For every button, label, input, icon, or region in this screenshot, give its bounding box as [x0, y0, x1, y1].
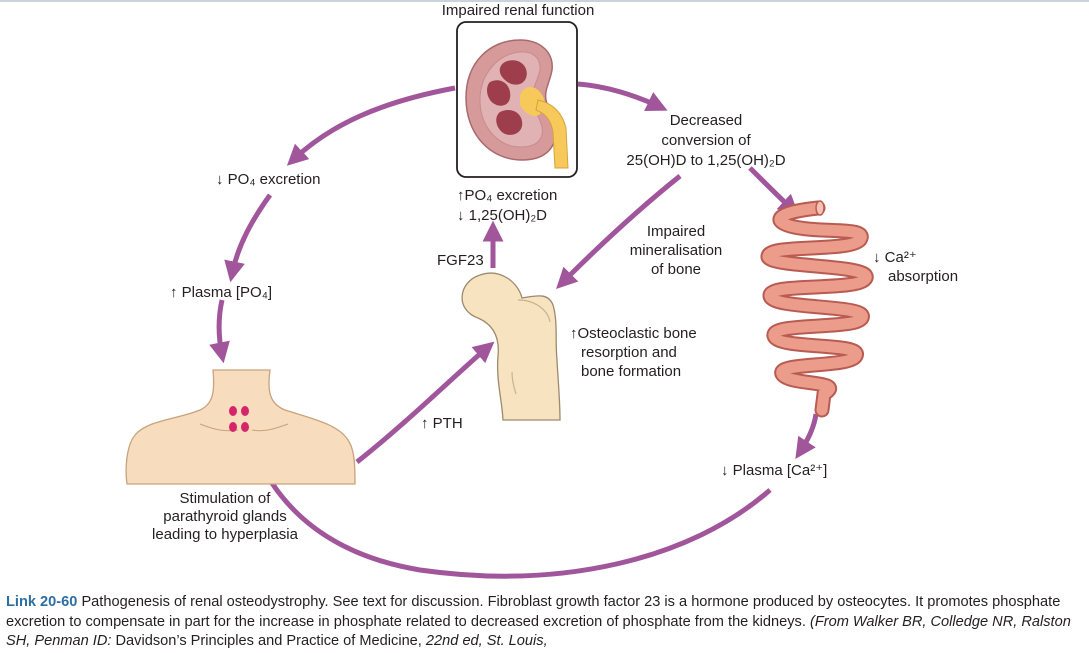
arrow-plasma-ca-to-neck — [249, 442, 772, 579]
arrow-conversion-to-gut — [748, 166, 800, 216]
label-decreased-conversion: Decreased conversion of 25(OH)D to 1,25(… — [592, 111, 820, 171]
label-osteoclastic-line3: bone formation — [581, 363, 682, 380]
label-stimulation-line2: parathyroid glands — [163, 508, 287, 525]
arrow-plasma-to-neck — [209, 299, 230, 364]
label-stimulation: Stimulation of parathyroid glands leadin… — [120, 490, 330, 544]
arrow-po4-to-plasma — [224, 193, 273, 283]
arrow-kidney-to-po4 — [286, 85, 456, 166]
label-ca-absorption-line2: absorption — [888, 268, 959, 285]
renal-osteodystrophy-diagram — [125, 21, 874, 579]
kidney-illustration — [456, 21, 578, 178]
label-impaired-renal: Impaired renal function — [441, 2, 595, 19]
label-pth: ↑ PTH — [421, 415, 463, 432]
label-plasma-po4: ↑ Plasma [PO₄] — [170, 284, 272, 301]
arrow-kidney-to-conversion — [577, 81, 668, 112]
label-fgf23: FGF23 — [437, 252, 484, 269]
arrow-gut-to-plasma-ca — [795, 413, 819, 459]
arrow-neck-to-bone — [355, 341, 495, 464]
label-impaired-mineralisation-line2: mineralisation — [629, 242, 723, 259]
label-decreased-conversion-line3: 25(OH)D to 1,25(OH)₂D — [626, 152, 786, 169]
label-stimulation-line3: leading to hyperplasia — [152, 526, 298, 543]
neck-illustration — [125, 369, 356, 485]
label-osteoclastic-line2: resorption and — [581, 344, 677, 361]
label-impaired-mineralisation-line3: of bone — [650, 261, 702, 278]
caption-edition: 22nd ed, St. Louis, — [425, 633, 548, 649]
caption-text: Pathogenesis of renal osteodystrophy. Se… — [6, 594, 1061, 630]
label-ca-absorption: ↓ Ca²⁺ absorption — [873, 248, 958, 286]
bone-illustration — [461, 272, 561, 421]
label-ca-absorption-line1: ↓ Ca²⁺ — [873, 249, 917, 266]
label-po4-excretion-down: ↓ PO₄ excretion — [216, 171, 321, 188]
label-decreased-conversion-line2: conversion of — [661, 132, 751, 149]
label-osteoclastic-line1: ↑Osteoclastic bone — [570, 325, 697, 342]
parathyroid-glands — [229, 406, 249, 432]
label-plasma-ca: ↓ Plasma [Ca²⁺] — [721, 462, 828, 479]
caption-book: Davidson’s Principles and Practice of Me… — [111, 633, 426, 649]
top-border — [0, 0, 1089, 2]
label-stimulation-line1: Stimulation of — [179, 490, 271, 507]
figure-caption: Link 20-60 Pathogenesis of renal osteody… — [6, 593, 1086, 652]
label-calcitriol-down: ↓ 1,25(OH)₂D — [457, 207, 548, 224]
label-impaired-mineralisation-line1: Impaired — [646, 223, 706, 240]
label-impaired-mineralisation: Impaired mineralisation of bone — [612, 222, 740, 279]
label-decreased-conversion-line1: Decreased — [669, 112, 743, 129]
caption-source: (From Walker BR, Colledge NR, Ralston SH… — [6, 613, 1071, 650]
caption-link-label[interactable]: Link 20-60 — [6, 594, 78, 610]
label-osteoclastic: ↑Osteoclastic bone resorption and bone f… — [570, 324, 697, 381]
arrow-conversion-to-bone — [556, 174, 682, 289]
label-po4-excretion-up: ↑PO₄ excretion — [457, 187, 558, 204]
intestine-illustration — [760, 200, 874, 418]
